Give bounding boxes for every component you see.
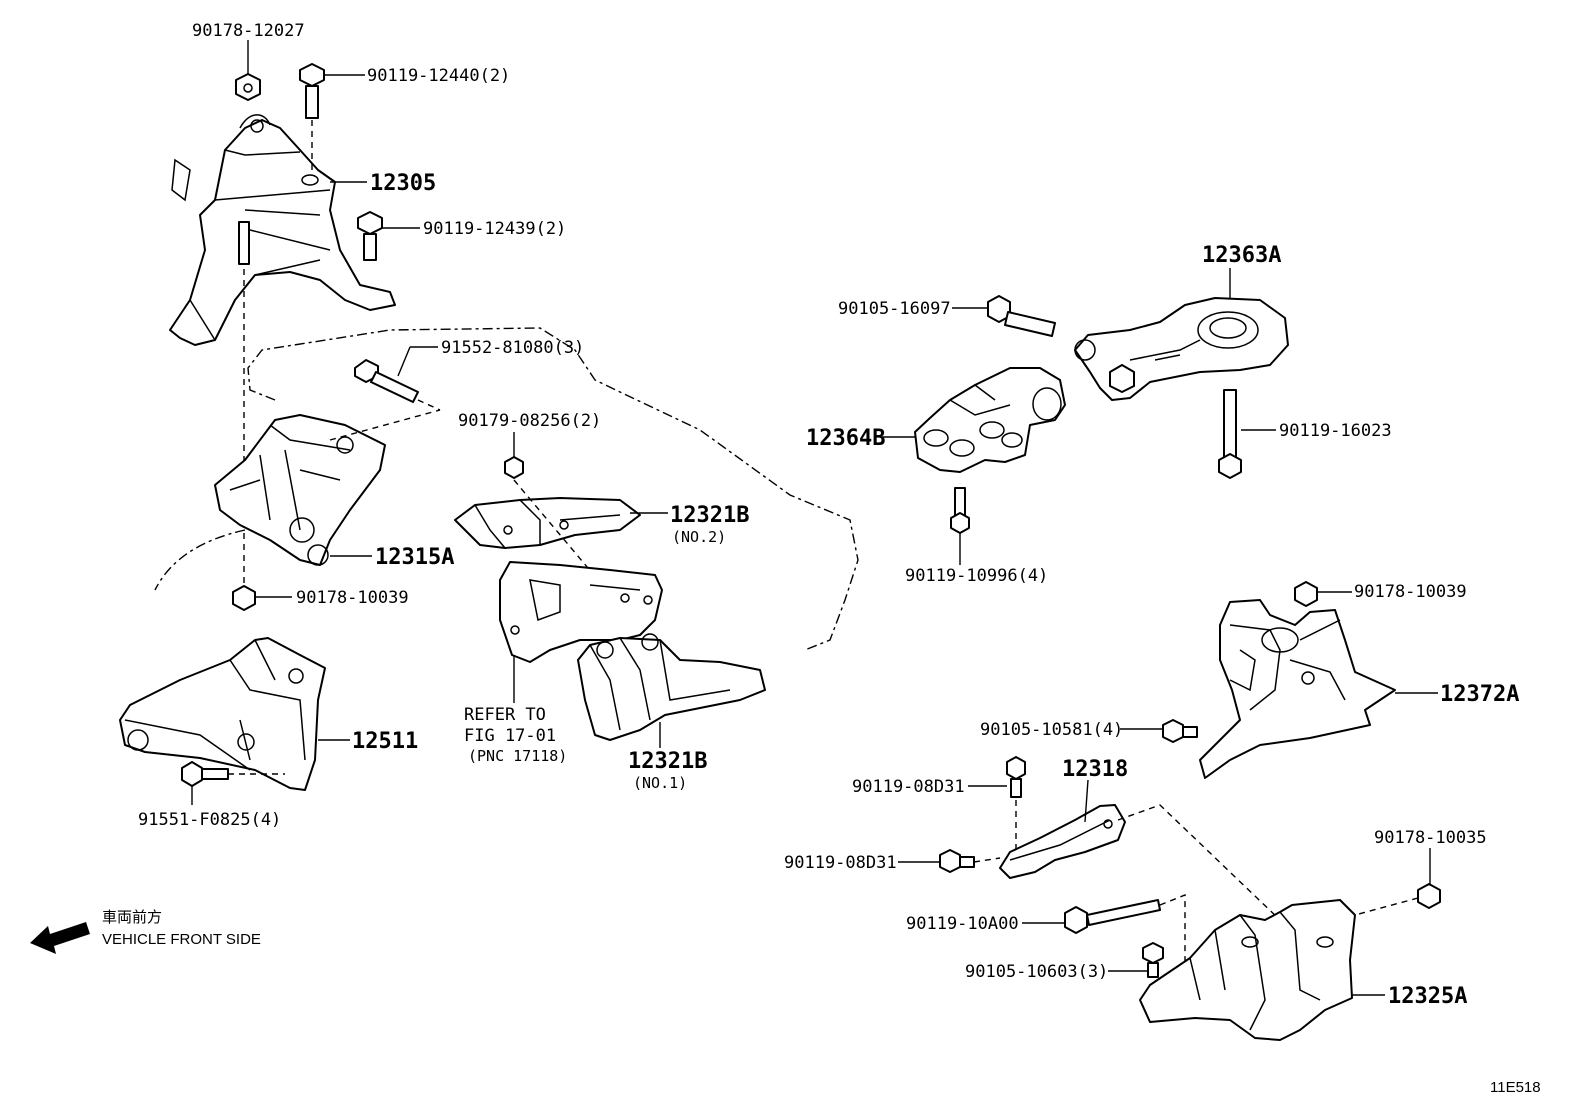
label-12305: 12305 bbox=[370, 171, 436, 196]
plate-12321b-no1-drawing bbox=[577, 633, 766, 741]
label-refer-line1: REFER TO bbox=[464, 705, 546, 725]
label-90105-10581: 90105-10581(4) bbox=[980, 720, 1123, 740]
label-refer-line3: (PNC 17118) bbox=[468, 747, 567, 765]
label-90178-10039-right: 90178-10039 bbox=[1354, 582, 1467, 602]
label-90105-10603: 90105-10603(3) bbox=[965, 962, 1108, 982]
bolt-91551-f0825 bbox=[181, 761, 285, 787]
bolt-90105-10581 bbox=[1162, 719, 1198, 743]
bolt-90119-08d31-top bbox=[1006, 756, 1026, 860]
label-12364b: 12364B bbox=[806, 426, 885, 451]
bolt-90119-10996 bbox=[950, 487, 970, 534]
direction-english: VEHICLE FRONT SIDE bbox=[102, 931, 261, 948]
label-90119-08d31-mid: 90119-08D31 bbox=[784, 853, 897, 873]
bolt-90119-12439 bbox=[357, 211, 383, 261]
mount-12305-drawing bbox=[169, 114, 396, 346]
label-refer-line2: FIG 17-01 bbox=[464, 726, 556, 746]
plate-12321b-no2-drawing bbox=[454, 497, 641, 549]
bolt-90119-16023 bbox=[1218, 389, 1242, 479]
bolt-90105-16097 bbox=[987, 295, 1056, 337]
bracket-12325a-drawing bbox=[1139, 899, 1356, 1041]
bracket-12364b-drawing bbox=[914, 367, 1066, 473]
bolt-90119-10a00 bbox=[1064, 893, 1186, 965]
bracket-center-drawing bbox=[499, 561, 663, 663]
vehicle-front-direction: 車両前方 VEHICLE FRONT SIDE bbox=[30, 909, 261, 954]
label-12372a: 12372A bbox=[1440, 682, 1519, 707]
label-12315a: 12315A bbox=[375, 545, 454, 570]
bolt-91552-81080 bbox=[329, 359, 441, 441]
label-90178-10035: 90178-10035 bbox=[1374, 828, 1487, 848]
label-12325a: 12325A bbox=[1388, 984, 1467, 1009]
label-90119-10a00: 90119-10A00 bbox=[906, 914, 1019, 934]
nut-90178-10039-left bbox=[232, 585, 256, 611]
figure-id: 11E518 bbox=[1490, 1079, 1541, 1096]
label-90105-16097: 90105-16097 bbox=[838, 299, 951, 319]
label-12511: 12511 bbox=[352, 729, 418, 754]
label-90119-08d31-top: 90119-08D31 bbox=[852, 777, 965, 797]
nut-90178-10035 bbox=[1354, 883, 1441, 916]
front-arrow-icon bbox=[30, 922, 90, 954]
bracket-12511-drawing bbox=[119, 637, 326, 791]
label-90179-08256: 90179-08256(2) bbox=[458, 411, 601, 431]
label-12321b-no1-sub: (NO.1) bbox=[633, 774, 687, 792]
label-90178-10039-left: 90178-10039 bbox=[296, 588, 409, 608]
label-12321b-no2: 12321B bbox=[670, 503, 749, 528]
nut-90178-10039-right bbox=[1294, 581, 1318, 607]
direction-japanese: 車両前方 bbox=[102, 909, 162, 926]
label-12321b-no1: 12321B bbox=[628, 749, 707, 774]
leader-lines bbox=[191, 40, 1438, 996]
bracket-12318-drawing bbox=[999, 804, 1126, 879]
label-90119-12440: 90119-12440(2) bbox=[367, 66, 510, 86]
nut-90178-12027 bbox=[235, 73, 261, 101]
label-90119-16023: 90119-16023 bbox=[1279, 421, 1392, 441]
bracket-12315a-drawing bbox=[214, 414, 386, 566]
label-90119-10996: 90119-10996(4) bbox=[905, 566, 1048, 586]
mount-12372a-drawing bbox=[1199, 599, 1396, 779]
label-91552-81080: 91552-81080(3) bbox=[441, 338, 584, 358]
label-12318: 12318 bbox=[1062, 757, 1128, 782]
bolt-90119-12440 bbox=[299, 63, 325, 175]
label-90178-12027: 90178-12027 bbox=[192, 21, 305, 41]
torque-rod-12363a-drawing bbox=[1074, 297, 1289, 401]
label-12363a: 12363A bbox=[1202, 243, 1281, 268]
label-91551-f0825: 91551-F0825(4) bbox=[138, 810, 281, 830]
label-12321b-no2-sub: (NO.2) bbox=[672, 528, 726, 546]
bolt-90105-10603 bbox=[1142, 942, 1164, 978]
label-90119-12439: 90119-12439(2) bbox=[423, 219, 566, 239]
bolt-90119-08d31-mid bbox=[939, 849, 1001, 873]
